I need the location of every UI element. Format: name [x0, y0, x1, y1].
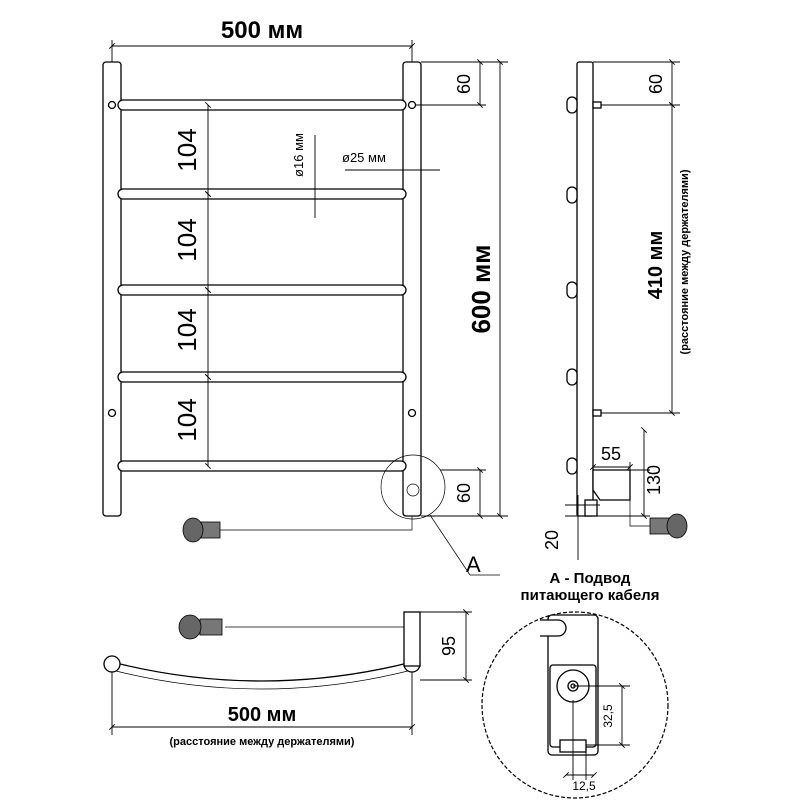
height-dimension-label: 600 мм — [466, 244, 496, 333]
cable-offset-label: 20 — [542, 530, 562, 550]
top-width-note: (расстояние между держателями) — [170, 736, 355, 748]
mount-hole — [107, 100, 117, 110]
holder-distance-note: (расстояние между держателями) — [679, 169, 691, 354]
front-view: A 500 мм 600 мм 60 60 104 104 104 104 ø1… — [102, 17, 508, 577]
detail-a: А - Подвод питающего кабеля 32,5 12,5 — [481, 570, 669, 799]
side-post — [576, 61, 594, 517]
plug-icon — [649, 513, 688, 539]
detail-title-line1: А - Подвод — [550, 570, 631, 587]
bottom-height-label: 130 — [644, 465, 664, 495]
top-bar-curve — [111, 661, 413, 682]
plug-icon — [182, 517, 221, 543]
rung-3 — [117, 284, 407, 296]
pipe-diameter-label: ø16 мм — [291, 133, 306, 177]
mount-hole — [107, 408, 117, 418]
rung-4 — [117, 371, 407, 383]
bottom-offset-label: 60 — [454, 483, 474, 503]
top-depth-label: 95 — [439, 636, 459, 656]
side-top-offset-label: 60 — [646, 74, 666, 94]
post-diameter-label: ø25 мм — [342, 150, 386, 165]
left-holder-top — [103, 655, 121, 673]
rung-2 — [117, 188, 407, 200]
rung-5 — [117, 460, 407, 472]
rung-1 — [117, 99, 407, 111]
callout-letter: A — [466, 552, 481, 577]
side-view: 60 410 мм (расстояние между держателями)… — [542, 58, 691, 560]
bar-spacing-label-2: 104 — [172, 218, 202, 261]
bar-spacing-label-3: 104 — [172, 308, 202, 351]
detail-height-label: 32,5 — [601, 704, 615, 728]
bar-spacing-label-1: 104 — [172, 128, 202, 171]
bar-spacing-label-4: 104 — [172, 398, 202, 441]
holder-bottom — [592, 409, 602, 417]
detail-title-line2: питающего кабеля — [521, 587, 660, 604]
holder-distance-label: 410 мм — [645, 231, 667, 300]
top-view: 95 500 мм (расстояние между держателями) — [103, 608, 472, 748]
top-width-label: 500 мм — [228, 704, 297, 726]
plug-icon — [178, 614, 223, 640]
detail-width-label: 12,5 — [572, 779, 596, 793]
heater-block — [592, 469, 631, 501]
mount-hole — [407, 408, 417, 418]
cable-entry-icon — [406, 483, 420, 497]
power-cable — [215, 516, 413, 531]
mount-hole — [407, 100, 417, 110]
width-dimension-label: 500 мм — [221, 17, 303, 44]
top-offset-label: 60 — [454, 74, 474, 94]
holder-top — [592, 101, 602, 109]
side-depth-label: 55 — [601, 444, 621, 464]
detail-a-callout-circle — [380, 454, 446, 520]
